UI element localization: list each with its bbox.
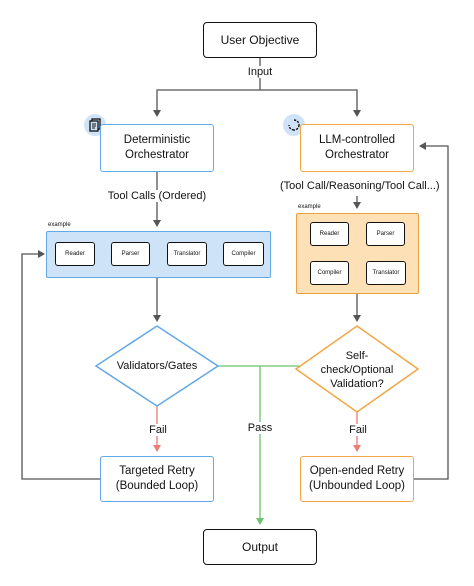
deterministic-orchestrator-node: Deterministic Orchestrator bbox=[100, 124, 214, 172]
example-label-left: example bbox=[48, 222, 71, 228]
output-node: Output bbox=[203, 529, 317, 565]
pipeline-step-reader: Reader bbox=[55, 242, 95, 266]
validators-diamond bbox=[94, 325, 220, 407]
example-label-right: example bbox=[298, 204, 321, 210]
llm-orchestrator-node: LLM-controlled Orchestrator bbox=[300, 124, 414, 172]
user-objective-node: User Objective bbox=[203, 22, 317, 58]
input-label: Input bbox=[244, 66, 276, 78]
edge-openended-loop bbox=[414, 142, 449, 480]
validators-gates-label: Validators/Gates bbox=[116, 360, 198, 372]
selfcheck-diamond bbox=[294, 325, 420, 413]
edge-targeted-loop bbox=[21, 250, 100, 480]
pipeline-step-compiler: Compiler bbox=[223, 242, 264, 266]
pass-label: Pass bbox=[246, 422, 274, 434]
llm-step-parser: Parser bbox=[366, 222, 405, 246]
llm-step-translator: Translator bbox=[366, 261, 406, 285]
fail-label-left: Fail bbox=[146, 424, 170, 436]
refresh-cycle-icon bbox=[283, 114, 305, 136]
llm-step-compiler: Compiler bbox=[310, 261, 349, 285]
selfcheck-label: Self-check/Optional Validation? bbox=[320, 350, 394, 390]
pipeline-step-translator: Translator bbox=[167, 242, 207, 266]
pipeline-step-parser: Parser bbox=[111, 242, 150, 266]
tool-calls-reasoning-label: (Tool Call/Reasoning/Tool Call...) bbox=[280, 180, 440, 192]
targeted-retry-node: Targeted Retry (Bounded Loop) bbox=[100, 456, 214, 502]
tool-calls-ordered-label: Tool Calls (Ordered) bbox=[107, 190, 207, 202]
fail-label-right: Fail bbox=[346, 424, 370, 436]
openended-retry-node: Open-ended Retry (Unbounded Loop) bbox=[300, 456, 414, 502]
llm-step-reader: Reader bbox=[310, 222, 349, 246]
edge-split-right bbox=[260, 89, 361, 117]
